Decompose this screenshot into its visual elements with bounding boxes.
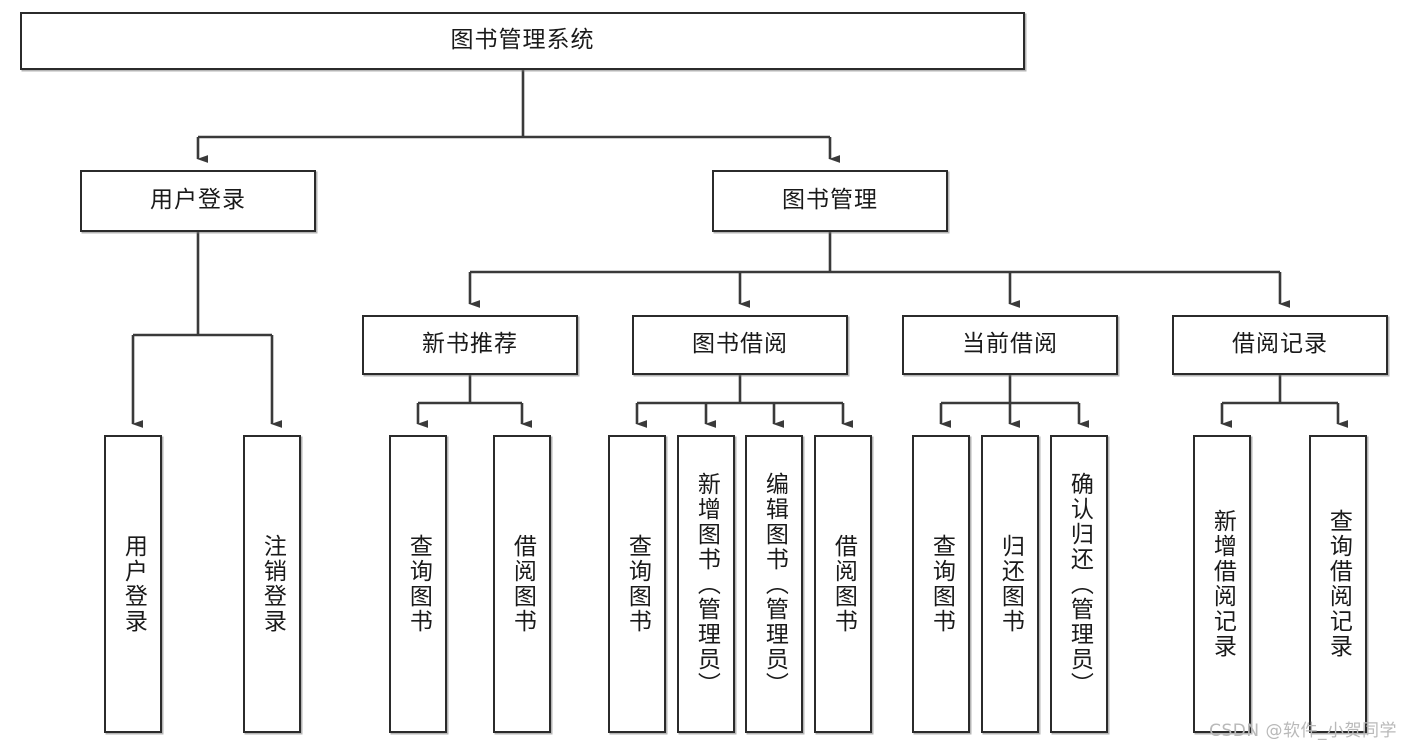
- node-book-management[interactable]: 图书管理: [712, 170, 948, 232]
- node-current-borrow[interactable]: 当前借阅: [902, 315, 1118, 375]
- leaf-book-borrow-add-book-admin[interactable]: 新增图书（管理员）: [677, 435, 735, 733]
- node-new-book-recommend[interactable]: 新书推荐: [362, 315, 578, 375]
- leaf-current-borrow-return-book[interactable]: 归还图书: [981, 435, 1039, 733]
- leaf-current-borrow-query-book[interactable]: 查询图书: [912, 435, 970, 733]
- node-user-login[interactable]: 用户登录: [80, 170, 316, 232]
- leaf-book-borrow-edit-book-admin[interactable]: 编辑图书（管理员）: [745, 435, 803, 733]
- leaf-current-borrow-confirm-return-admin[interactable]: 确认归还（管理员）: [1050, 435, 1108, 733]
- leaf-book-borrow-query-book[interactable]: 查询图书: [608, 435, 666, 733]
- node-borrow-record[interactable]: 借阅记录: [1172, 315, 1388, 375]
- node-root-book-management-system[interactable]: 图书管理系统: [20, 12, 1025, 70]
- leaf-new-book-query-book[interactable]: 查询图书: [389, 435, 447, 733]
- leaf-book-borrow-borrow-book[interactable]: 借阅图书: [814, 435, 872, 733]
- node-book-borrow[interactable]: 图书借阅: [632, 315, 848, 375]
- leaf-borrow-record-add-record[interactable]: 新增借阅记录: [1193, 435, 1251, 733]
- leaf-user-login-login[interactable]: 用户登录: [104, 435, 162, 733]
- leaf-user-login-logout[interactable]: 注销登录: [243, 435, 301, 733]
- leaf-borrow-record-query-record[interactable]: 查询借阅记录: [1309, 435, 1367, 733]
- leaf-new-book-borrow-book[interactable]: 借阅图书: [493, 435, 551, 733]
- watermark-text: CSDN @软件_小贺同学: [1209, 721, 1397, 741]
